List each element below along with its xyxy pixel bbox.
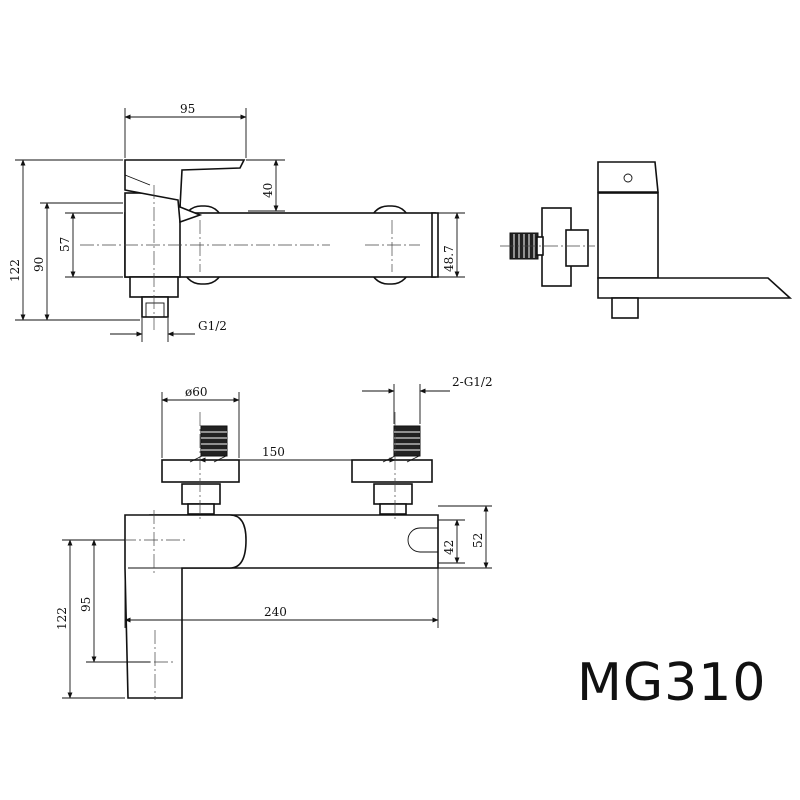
side-view bbox=[500, 161, 793, 319]
side-body bbox=[597, 192, 659, 279]
dim-spout-48-7: 48.7 bbox=[442, 245, 456, 272]
side-spout bbox=[597, 277, 793, 299]
dim-outlet-thread: G1/2 bbox=[198, 319, 227, 333]
left-inlet-thread bbox=[200, 425, 228, 457]
side-nut bbox=[565, 229, 589, 267]
dim-height-122: 122 bbox=[8, 259, 22, 282]
dim-offset-122: 122 bbox=[55, 607, 69, 630]
front-view: 95 40 122 90 57 48.7 G1/2 bbox=[8, 102, 465, 342]
dim-inlet-threads: 2-G1/2 bbox=[452, 375, 493, 389]
dim-offset-95: 95 bbox=[79, 597, 93, 612]
dim-height-90: 90 bbox=[32, 257, 46, 272]
right-inlet-thread bbox=[393, 425, 421, 457]
lever-handle bbox=[124, 159, 246, 224]
dim-body-42: 42 bbox=[442, 540, 456, 555]
left-nut bbox=[181, 483, 221, 505]
left-flange bbox=[161, 459, 240, 483]
dim-flange-diameter: ø60 bbox=[185, 385, 208, 399]
side-outlet bbox=[611, 297, 639, 319]
right-flange bbox=[351, 459, 433, 483]
dim-lever-40: 40 bbox=[261, 183, 275, 198]
right-nut bbox=[373, 483, 413, 505]
spout-end bbox=[431, 212, 439, 278]
top-view: ø60 2-G1/2 150 240 42 52 122 9 bbox=[55, 375, 493, 700]
dim-spout-57: 57 bbox=[58, 237, 72, 252]
dim-length-240: 240 bbox=[264, 605, 287, 619]
top-lever bbox=[124, 514, 247, 699]
model-number: MG310 bbox=[577, 653, 766, 713]
dim-body-52: 52 bbox=[471, 533, 485, 548]
dim-width-95: 95 bbox=[180, 102, 195, 116]
cartridge-block bbox=[124, 192, 181, 278]
side-handle bbox=[597, 161, 659, 193]
dim-spacing-150: 150 bbox=[262, 445, 285, 459]
